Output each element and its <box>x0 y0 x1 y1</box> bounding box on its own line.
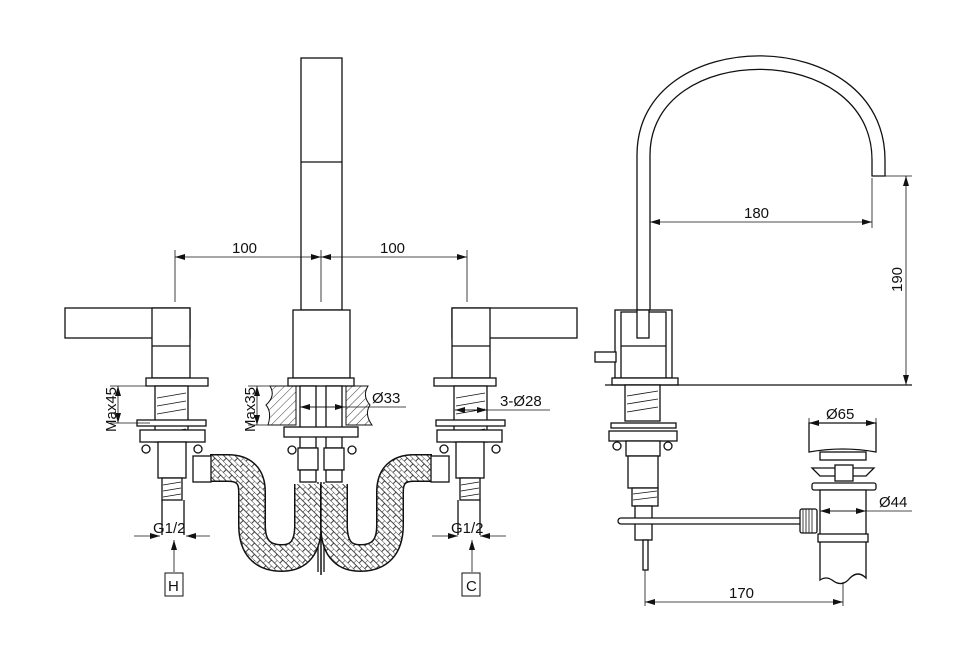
dim-left-spacing-label: 100 <box>232 240 257 257</box>
hot-label-box <box>164 572 184 597</box>
pop-up-drain <box>808 422 877 585</box>
dimension-rod-distance: 170 <box>644 570 844 606</box>
dimension-height: 190 <box>885 175 912 385</box>
dim-rod-distance-label: 170 <box>729 585 754 602</box>
dim-height-label: 190 <box>889 267 906 292</box>
dimension-drain-body: Ø44 <box>820 494 912 514</box>
front-view: 100 100 Max45 Max35 Ø33 3-Ø28 <box>64 57 578 597</box>
dimension-max45: Max45 <box>103 385 150 432</box>
dimension-reach: 180 <box>650 178 873 228</box>
dimension-handle-holes: 3-Ø28 <box>455 393 550 413</box>
dimension-spout-hole: Ø33 <box>300 390 406 410</box>
dimension-drain-cap: Ø65 <box>808 406 877 436</box>
dim-max45-label: Max45 <box>103 387 120 432</box>
cold-inlet-dimension: G1/2 C <box>432 520 506 597</box>
cold-handle <box>430 307 578 535</box>
drain-pull-rod <box>617 517 803 525</box>
side-view: 180 190 Ø65 Ø44 170 <box>594 55 912 606</box>
dim-handle-holes-label: 3-Ø28 <box>500 393 542 410</box>
deck-section-right <box>345 385 373 426</box>
dim-max35-label: Max35 <box>242 387 259 432</box>
hot-label: H <box>168 578 179 595</box>
cold-label: C <box>466 578 477 595</box>
deck-section-left <box>265 385 297 426</box>
gooseneck-spout <box>636 55 886 313</box>
hot-inlet-dimension: G1/2 H <box>134 520 210 597</box>
rod-knurl-nut <box>799 508 818 534</box>
dimension-spacing: 100 100 <box>174 240 468 302</box>
cold-label-box <box>461 572 481 597</box>
hot-handle <box>64 307 212 535</box>
side-lever-stub <box>594 351 617 363</box>
dim-drain-body-label: Ø44 <box>879 494 907 511</box>
hot-inlet-size-label: G1/2 <box>153 520 186 537</box>
dim-spout-hole-label: Ø33 <box>372 390 400 407</box>
cold-inlet-size-label: G1/2 <box>451 520 484 537</box>
dim-reach-label: 180 <box>744 205 769 222</box>
dimension-max35: Max35 <box>242 385 286 432</box>
dim-drain-cap-label: Ø65 <box>826 406 854 423</box>
dim-right-spacing-label: 100 <box>380 240 405 257</box>
